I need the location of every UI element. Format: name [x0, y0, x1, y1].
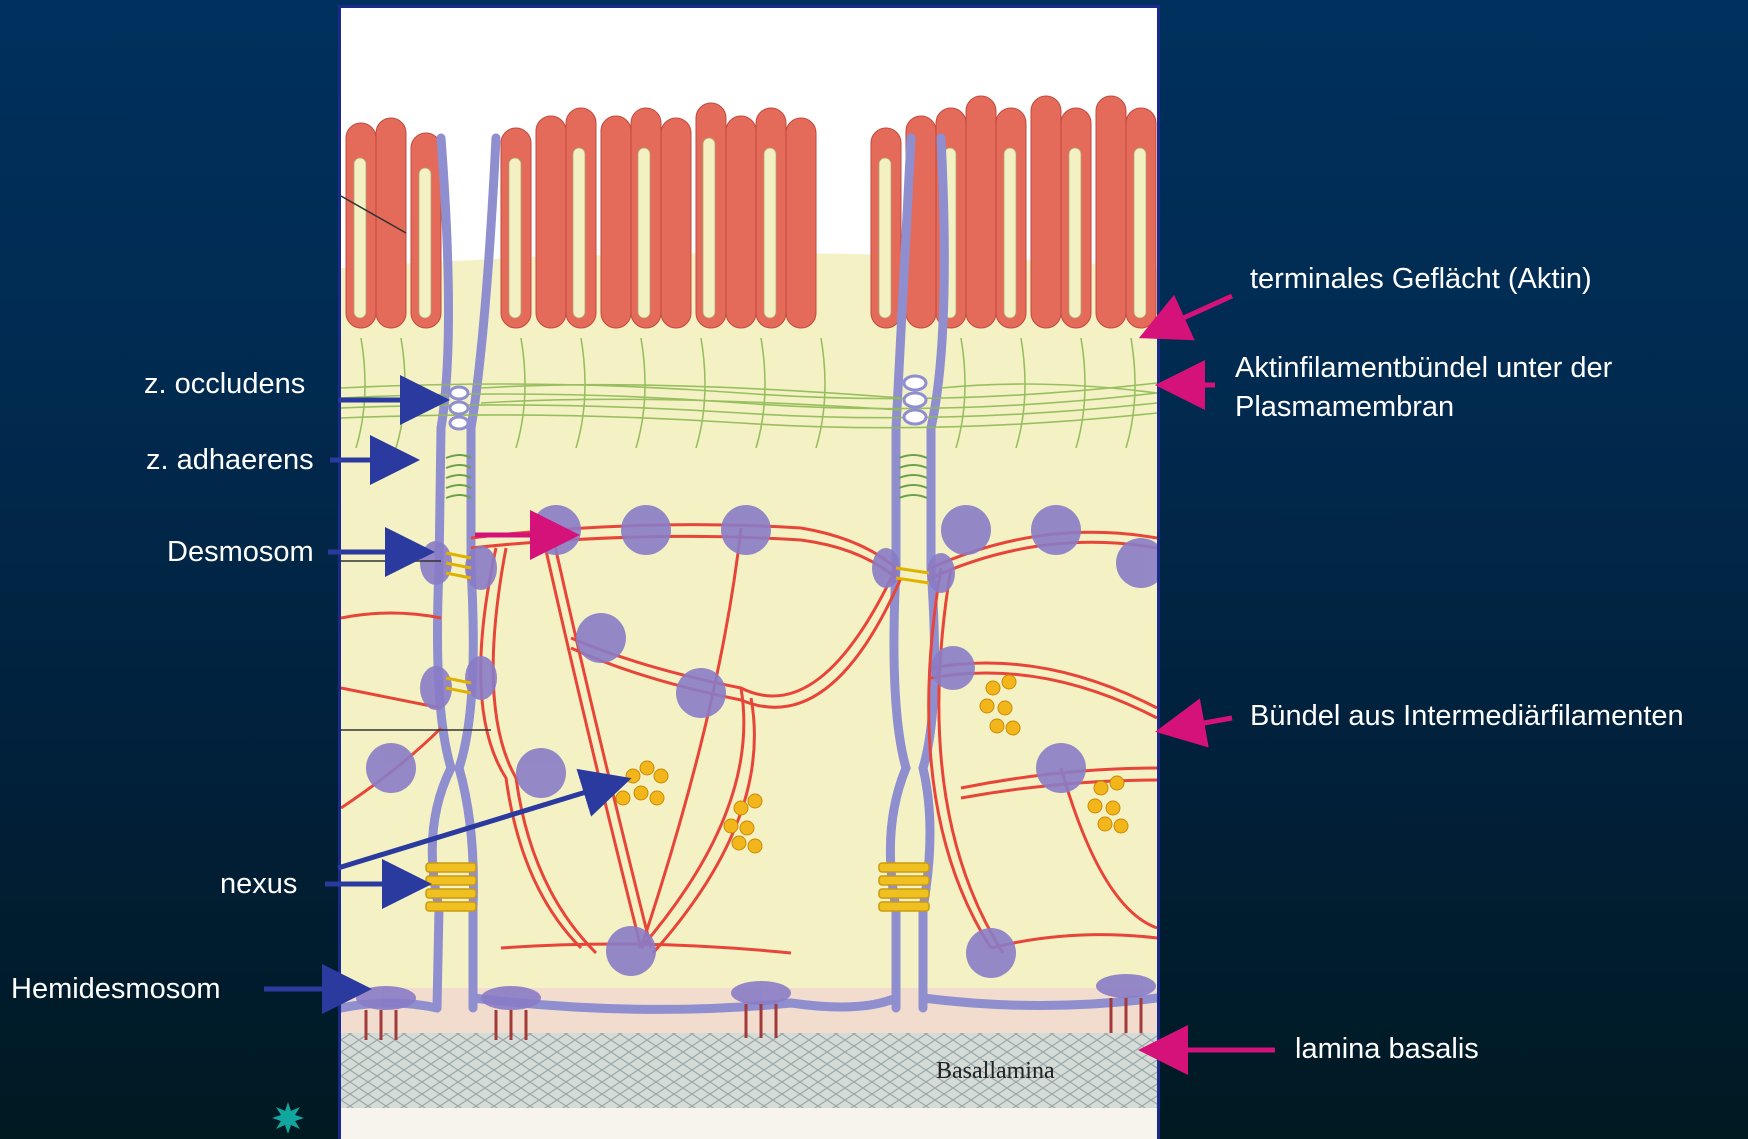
label-hemidesmosom: Hemidesmosom — [11, 970, 221, 1009]
label-z-adhaerens: z. adhaerens — [146, 441, 314, 480]
label-nexus: nexus — [220, 865, 297, 904]
label-aktinfilament-line2: Plasmamembran — [1235, 388, 1454, 427]
arrow-intermediaer — [1165, 718, 1232, 730]
label-terminales-geflecht: terminales Geflächt (Aktin) — [1250, 260, 1592, 299]
label-intermediaerfilamente: Bündel aus Intermediärfilamenten — [1250, 697, 1684, 736]
epithelium-illustration: Basallamina — [338, 5, 1160, 1139]
label-desmosom: Desmosom — [167, 533, 314, 572]
label-z-occludens: z. occludens — [144, 365, 305, 404]
arrow-terminales-geflecht — [1148, 296, 1232, 334]
label-lamina-basalis: lamina basalis — [1295, 1030, 1479, 1069]
teal-star-icon — [272, 1102, 304, 1134]
basallamina-label: Basallamina — [936, 1058, 1055, 1084]
label-aktinfilament-line1: Aktinfilamentbündel unter der — [1235, 349, 1612, 388]
